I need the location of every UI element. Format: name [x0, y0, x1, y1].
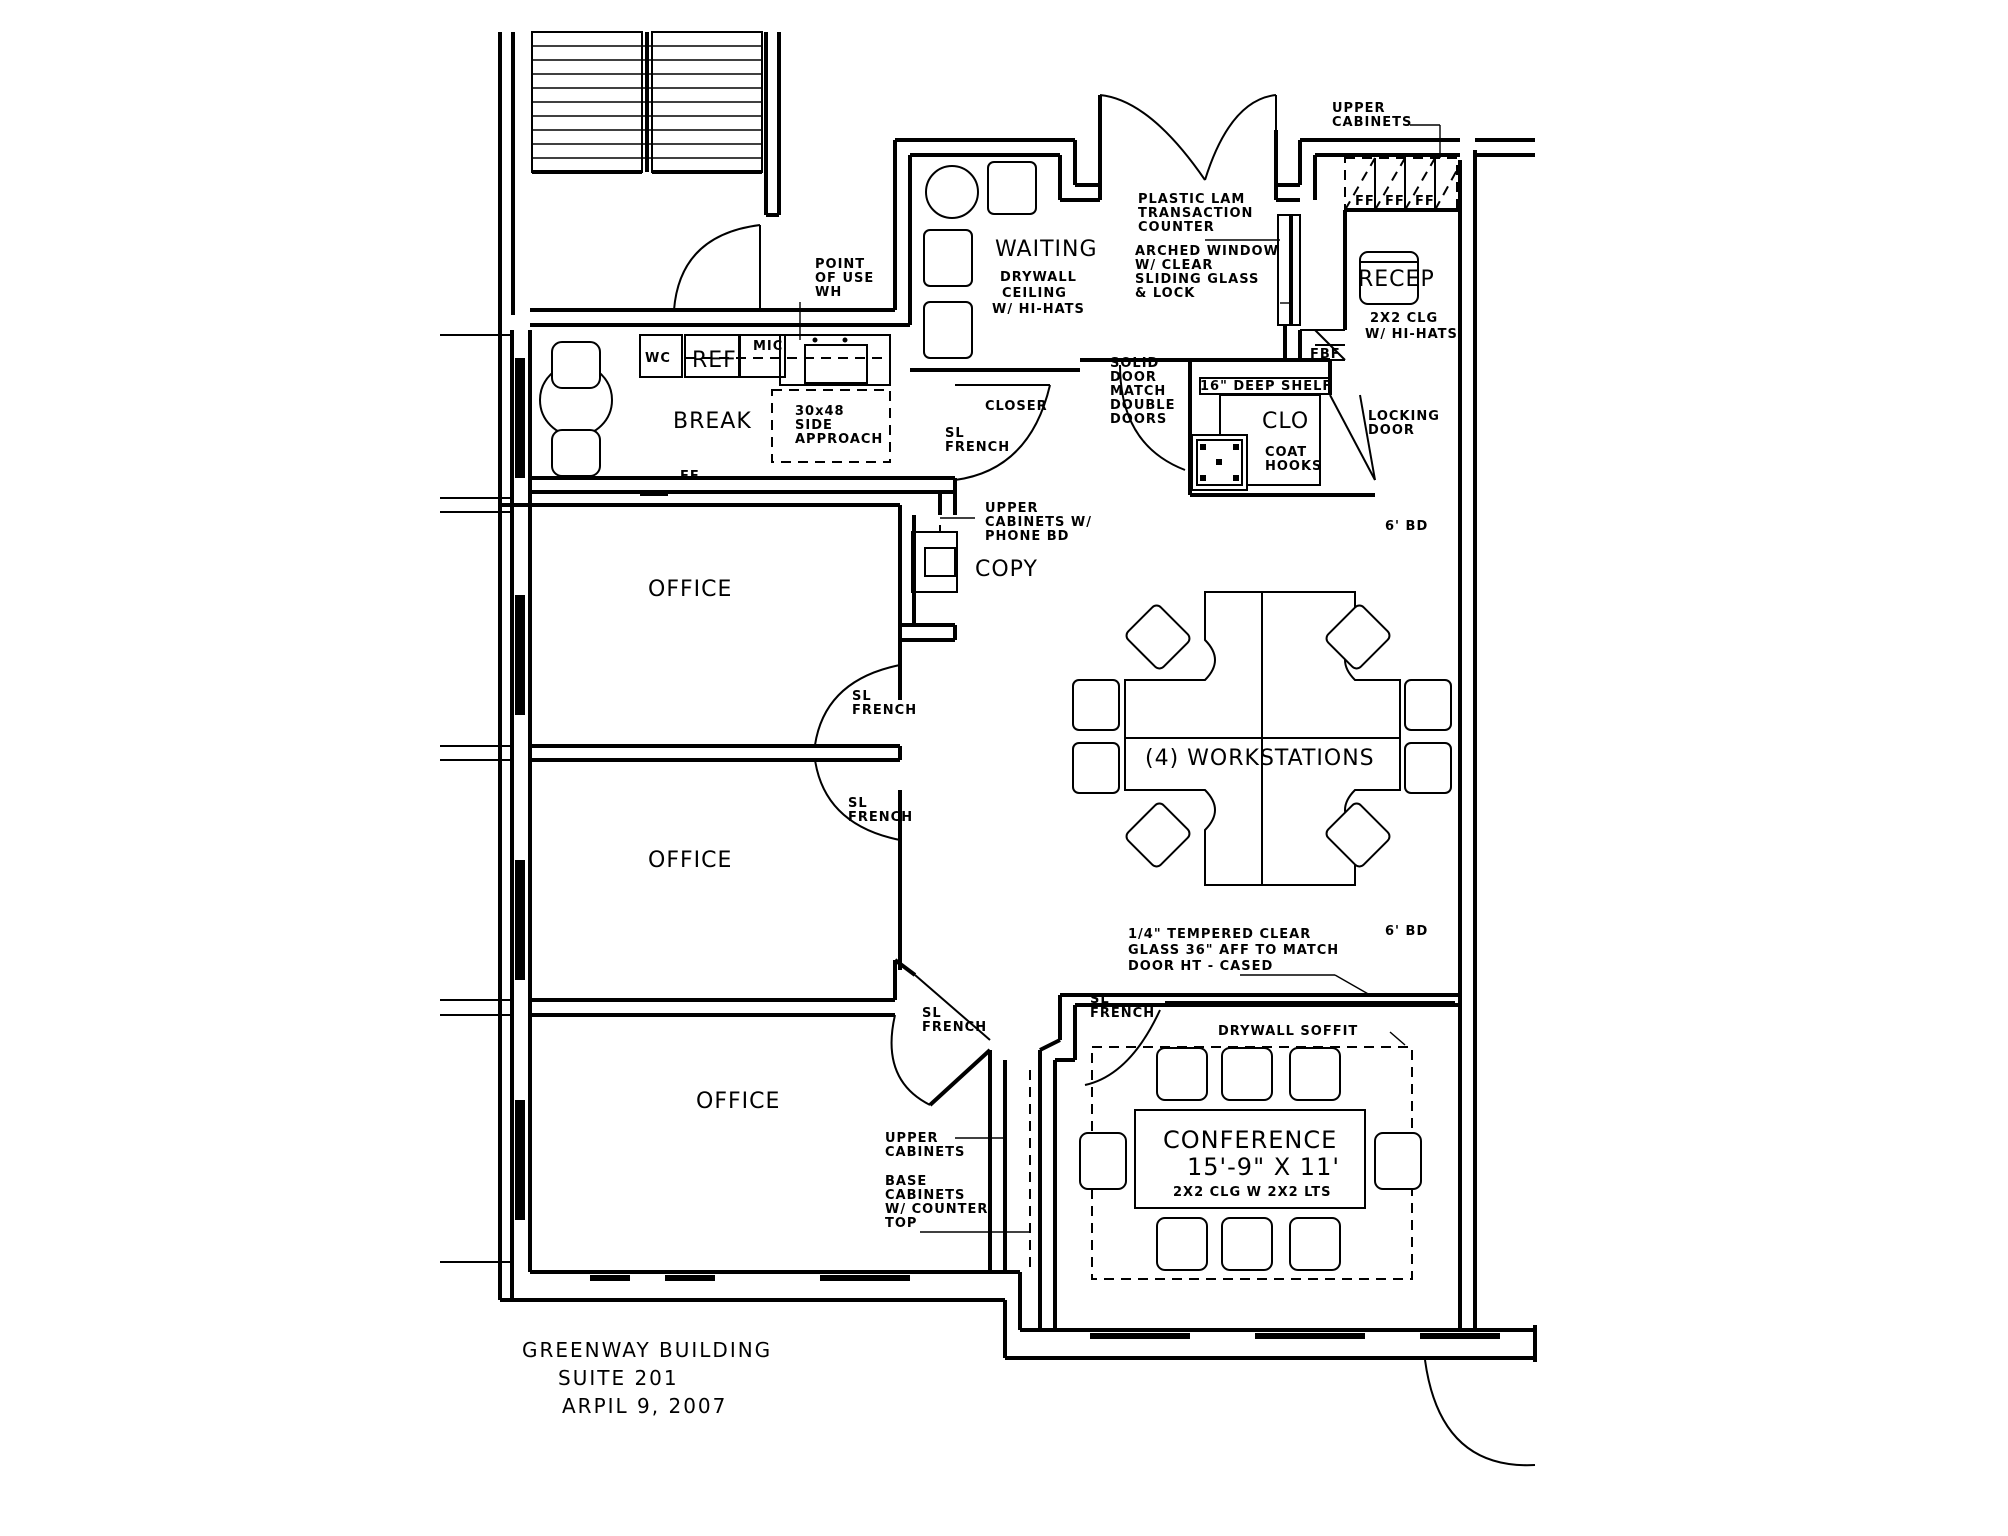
wc-label: WC: [645, 351, 671, 366]
upper-cabinets-top-note-line: UPPER: [1332, 101, 1386, 116]
arched-window-note-line: W/ CLEAR: [1135, 258, 1213, 273]
base-cabinets-note-line: W/ COUNTER: [885, 1202, 988, 1217]
upper-cabinets-top-note-line: CABINETS: [1332, 115, 1412, 130]
transaction-counter-note-line: PLASTIC LAM: [1138, 192, 1245, 207]
fbf-note: FBF: [1310, 347, 1341, 362]
closet: [910, 358, 1376, 497]
french-office2-note-line: FRENCH: [848, 810, 913, 825]
ff-note-3: FF: [1415, 194, 1435, 209]
staircase: [531, 31, 763, 174]
reception: [1300, 157, 1460, 361]
solid-door-note-line: DOUBLE: [1110, 398, 1175, 413]
locking-door-note-line: DOOR: [1368, 423, 1415, 438]
room-label-recep: RECEP: [1358, 267, 1435, 292]
title-date: ARPIL 9, 2007: [562, 1394, 727, 1418]
exterior-walls: [498, 32, 1537, 1467]
base-cabinets-note-line: BASE: [885, 1174, 927, 1189]
mic-label: MIC: [753, 339, 783, 354]
waiting-area: [530, 94, 1460, 360]
ef-note: EF: [680, 469, 700, 484]
room-label-office-3: OFFICE: [696, 1089, 780, 1114]
locking-door-note-line: LOCKING: [1368, 409, 1440, 424]
french-break-note-line: FRENCH: [945, 440, 1010, 455]
conference-room: [1004, 993, 1460, 1330]
upper-cabinets-conf-note-line: CABINETS: [885, 1145, 965, 1160]
solid-door-note-line: MATCH: [1110, 384, 1166, 399]
french-office1-note-line: SL: [852, 689, 872, 704]
recep-note-2: W/ HI-HATS: [1365, 327, 1458, 342]
six-bd-top: 6' BD: [1385, 519, 1428, 534]
french-office2-note-line: SL: [848, 796, 868, 811]
base-cabinets-note-line: CABINETS: [885, 1188, 965, 1203]
french-conf-note-line: FRENCH: [1090, 1006, 1155, 1021]
recep-note-1: 2X2 CLG: [1370, 311, 1438, 326]
transaction-counter-note-line: COUNTER: [1138, 220, 1215, 235]
drywall-soffit-note: DRYWALL SOFFIT: [1218, 1024, 1358, 1039]
tempered-glass-note-line: DOOR HT - CASED: [1128, 959, 1273, 974]
room-label-copy: COPY: [975, 557, 1038, 582]
waiting-note-2: CEILING: [1002, 286, 1067, 301]
six-bd-bottom: 6' BD: [1385, 924, 1428, 939]
room-label-clo: CLO: [1262, 409, 1309, 434]
ff-note-1: FF: [1355, 194, 1375, 209]
room-label-waiting: WAITING: [995, 237, 1098, 262]
coat-hooks-note-line: HOOKS: [1265, 459, 1322, 474]
arched-window-note-line: SLIDING GLASS: [1135, 272, 1259, 287]
offices: [440, 334, 1007, 1272]
room-label-break: BREAK: [673, 409, 752, 434]
solid-door-note-line: DOOR: [1110, 370, 1157, 385]
labels: WAITING DRYWALL CEILING W/ HI-HATS RECEP…: [522, 101, 1458, 1418]
break-room: [530, 334, 1051, 515]
ref-label: REF: [692, 348, 737, 373]
side-approach-note-line: APPROACH: [795, 432, 883, 447]
solid-door-note-line: SOLID: [1110, 356, 1159, 371]
base-cabinets-note-line: TOP: [885, 1216, 917, 1231]
title-building: GREENWAY BUILDING: [522, 1338, 772, 1362]
waiting-note-1: DRYWALL: [1000, 270, 1077, 285]
upper-cab-phone-note-line: PHONE BD: [985, 529, 1069, 544]
tempered-glass-note-line: GLASS 36" AFF TO MATCH: [1128, 943, 1339, 958]
upper-cabinets-conf-note-line: UPPER: [885, 1131, 939, 1146]
transaction-counter-note-line: TRANSACTION: [1138, 206, 1253, 221]
conference-size: 15'-9" X 11': [1187, 1153, 1340, 1181]
room-label-office-2: OFFICE: [648, 848, 732, 873]
upper-cab-phone-note-line: CABINETS W/: [985, 515, 1092, 530]
ff-note-2: FF: [1385, 194, 1405, 209]
workstations: [1072, 591, 1452, 886]
copy-area: [500, 503, 958, 642]
side-approach-note-line: 30x48: [795, 404, 845, 419]
leader-lines: [799, 124, 1441, 1233]
upper-cab-phone-note-line: UPPER: [985, 501, 1039, 516]
arched-window-note-line: & LOCK: [1135, 286, 1195, 301]
french-conf-note-line: SL: [1090, 992, 1110, 1007]
point-of-use-note-line: OF USE: [815, 271, 874, 286]
waiting-note-3: W/ HI-HATS: [992, 302, 1085, 317]
french-office1-note-line: FRENCH: [852, 703, 917, 718]
french-break-note-line: SL: [945, 426, 965, 441]
side-approach-note-line: SIDE: [795, 418, 833, 433]
arched-window-note-line: ARCHED WINDOW: [1135, 244, 1279, 259]
french-office3-note-line: SL: [922, 1006, 942, 1021]
room-label-workstations: (4) WORKSTATIONS: [1145, 746, 1375, 771]
tempered-glass-note-line: 1/4" TEMPERED CLEAR: [1128, 927, 1311, 942]
point-of-use-note-line: POINT: [815, 257, 865, 272]
room-label-conference: CONFERENCE: [1163, 1126, 1337, 1154]
room-label-office-1: OFFICE: [648, 577, 732, 602]
coat-hooks-note-line: COAT: [1265, 445, 1307, 460]
conference-note: 2X2 CLG W 2X2 LTS: [1173, 1185, 1332, 1200]
point-of-use-note-line: WH: [815, 285, 842, 300]
french-office3-note-line: FRENCH: [922, 1020, 987, 1035]
deep-shelf-note: 16" DEEP SHELF: [1200, 379, 1332, 394]
solid-door-note-line: DOORS: [1110, 412, 1167, 427]
closer-note: CLOSER: [985, 399, 1048, 414]
title-suite: SUITE 201: [558, 1366, 679, 1390]
